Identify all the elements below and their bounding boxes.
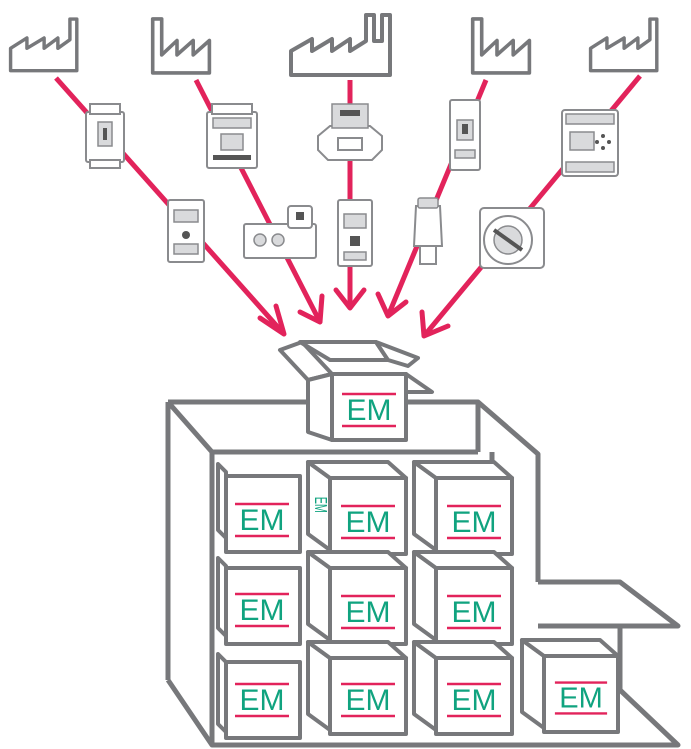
rotary-switch-icon (479, 207, 545, 269)
em-box-icon (412, 550, 514, 646)
contactor-icon (206, 103, 258, 169)
plc-controller-icon (561, 109, 619, 177)
em-box-icon (306, 640, 408, 736)
factory-icon (11, 19, 77, 71)
em-logo-text: EM (310, 497, 329, 513)
motor-protection-relay-icon (243, 205, 317, 259)
mcb-icon (449, 99, 481, 171)
em-box-icon (216, 652, 302, 740)
open-em-box-icon (278, 340, 434, 442)
em-box-icon (216, 556, 302, 646)
em-box-icon (412, 460, 514, 556)
circuit-breaker-icon (85, 103, 125, 169)
em-box-icon (306, 550, 408, 646)
factory-icon (291, 15, 390, 75)
terminal-block-icon (317, 103, 383, 161)
factory-icon (591, 19, 657, 71)
power-supply-module-icon (337, 199, 373, 267)
em-box-icon (412, 640, 514, 736)
em-box-icon (216, 462, 302, 554)
em-box-icon: EM (306, 460, 408, 556)
factory-icon (150, 16, 212, 75)
em-box-icon (520, 638, 620, 734)
industrial-plug-icon (412, 197, 444, 265)
timer-relay-icon (167, 199, 205, 263)
factory-icon (470, 16, 532, 75)
